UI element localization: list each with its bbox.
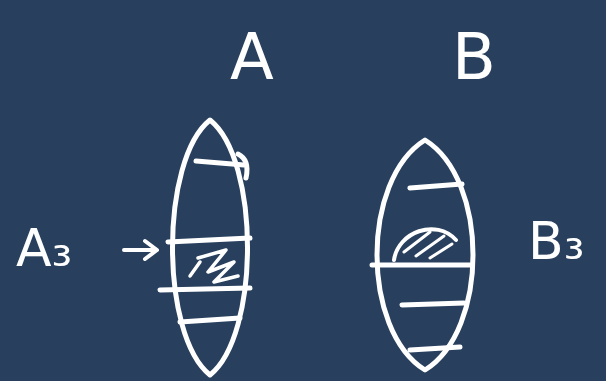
pointer-arrow — [124, 241, 157, 259]
stripe-line — [372, 263, 470, 268]
stripe-line — [168, 238, 250, 242]
shaded-band — [394, 229, 456, 260]
region-heading: A — [230, 25, 274, 89]
hatch-fill — [404, 232, 452, 258]
ellipse-region: A — [150, 20, 280, 380]
hatch-fill — [198, 250, 238, 282]
lens-outline — [377, 140, 473, 370]
stripe-line — [410, 184, 462, 188]
hatch-fill — [190, 262, 200, 276]
region-heading: B — [452, 25, 496, 89]
stripe-line — [410, 347, 460, 350]
lens-outline — [173, 120, 248, 375]
part-label: A₃ — [16, 222, 72, 274]
part-label: B₃ — [528, 215, 585, 267]
stripe-line — [180, 318, 240, 322]
stripe-line — [402, 303, 464, 305]
ellipse-region: B — [360, 20, 500, 380]
